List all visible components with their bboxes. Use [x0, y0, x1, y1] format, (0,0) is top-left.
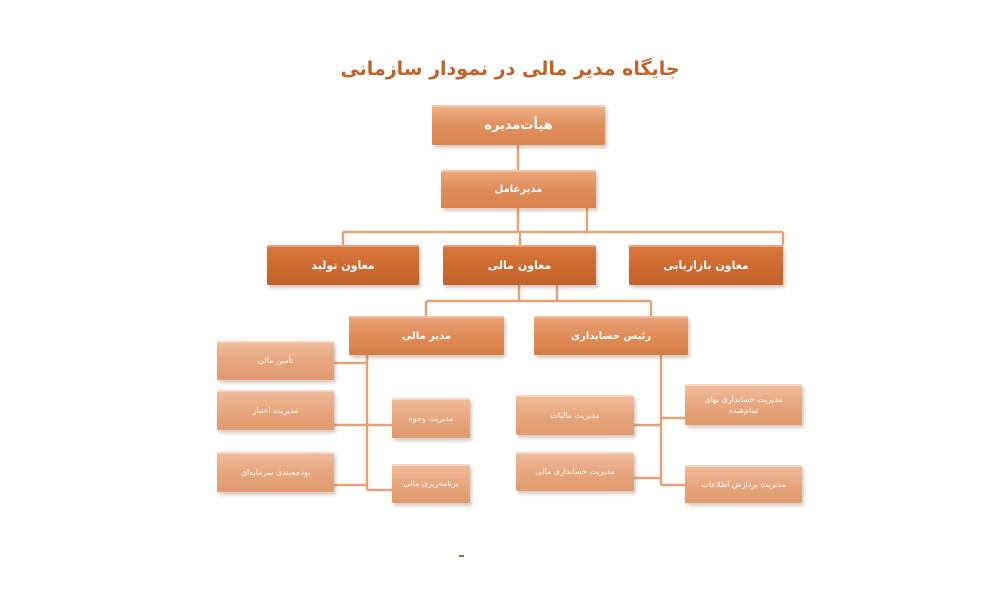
node-cost-accounting: مدیریت حسابداری بهای تمام‌شده — [685, 384, 802, 425]
node-financial-accounting: مدیریت حسابداری مالی — [516, 452, 634, 491]
node-label: تأمین مالی — [257, 356, 294, 366]
node-tax-management: مدیریت مالیات — [516, 395, 634, 435]
node-cash-management: مدیریت وجوه — [392, 398, 470, 438]
node-label: مدیر مالی — [401, 330, 452, 342]
node-vp-production: معاون تولید — [267, 245, 419, 285]
node-label: مدیریت اعتبار — [252, 405, 299, 415]
node-label: معاون مالی — [487, 258, 552, 272]
node-board-of-directors: هیأت‌مدیره — [432, 105, 605, 145]
node-label: معاون بازاریابی — [663, 258, 749, 272]
stray-mark — [459, 555, 464, 557]
node-label: مدیرعامل — [494, 184, 543, 196]
node-label: مدیریت حسابداری بهای تمام‌شده — [704, 394, 783, 415]
node-label: بودجه‌بندی سرمایه‌ای — [240, 467, 311, 477]
node-label: مدیریت حسابداری مالی — [535, 467, 615, 477]
chart-title: جایگاه مدیر مالی در نمودار سازمانی — [340, 58, 680, 80]
node-chief-accountant: رئیس حسابداری — [534, 316, 688, 355]
node-financial-planning: برنامه‌ریزی مالی — [392, 464, 470, 503]
node-label: برنامه‌ریزی مالی — [403, 479, 459, 489]
node-financing: تأمین مالی — [217, 341, 334, 380]
node-capital-budgeting: بودجه‌بندی سرمایه‌ای — [217, 452, 334, 492]
node-vp-marketing: معاون بازاریابی — [629, 245, 783, 285]
node-credit-management: مدیریت اعتبار — [217, 390, 334, 430]
node-label: مدیریت مالیات — [550, 410, 600, 420]
node-vp-finance: معاون مالی — [443, 245, 596, 285]
node-label: هیأت‌مدیره — [484, 118, 553, 134]
node-label: رئیس حسابداری — [570, 330, 652, 342]
node-ceo: مدیرعامل — [441, 170, 596, 208]
node-label: مدیریت پردازش اطلاعات — [701, 479, 786, 489]
node-financial-manager: مدیر مالی — [349, 316, 504, 355]
node-information-processing: مدیریت پردازش اطلاعات — [685, 465, 802, 503]
node-label: معاون تولید — [311, 258, 375, 272]
node-label: مدیریت وجوه — [408, 413, 454, 423]
